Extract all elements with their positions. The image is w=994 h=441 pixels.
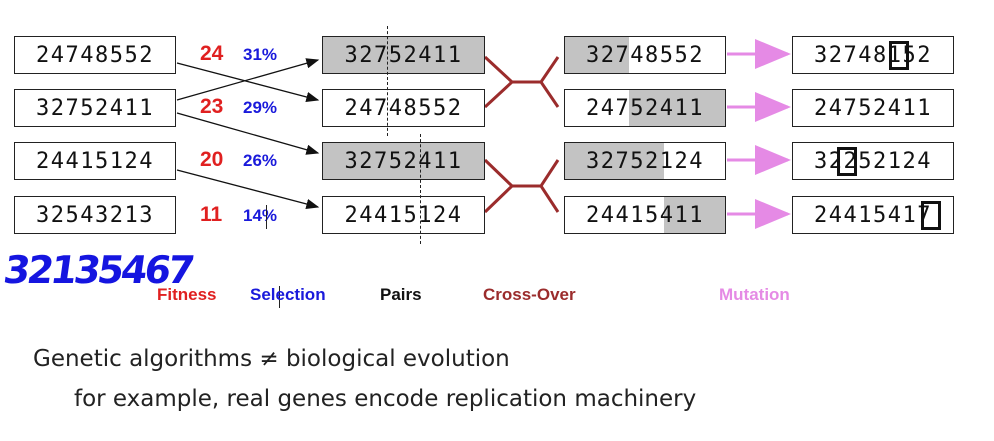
crossover-value: 32752124: [586, 148, 704, 174]
handwritten-tick: [279, 286, 280, 308]
mutation-value: 24752411: [814, 95, 932, 121]
pair-string: 32752411: [322, 142, 485, 180]
selection-arrow-4: [176, 169, 320, 210]
caption-line-2: for example, real genes encode replicati…: [74, 386, 697, 412]
handwritten-tick: [266, 205, 267, 229]
caption-line-1: Genetic algorithms ≠ biological evolutio…: [33, 346, 510, 372]
crossover-string: 24752411: [564, 89, 726, 127]
population-value: 32543213: [36, 202, 154, 228]
selection-percent: 31%: [243, 45, 278, 64]
crossover-connector-bottom: [483, 158, 560, 214]
crossover-segment-shade: [565, 143, 664, 179]
pair-string: 24415124: [322, 196, 485, 234]
population-string: 24415124: [14, 142, 176, 180]
selection-percent: 26%: [243, 151, 278, 170]
crossover-segment-shade: [565, 37, 629, 73]
pair-value: 32752411: [344, 42, 463, 68]
mutated-digit-highlight: [837, 147, 857, 176]
crossover-value: 24415411: [586, 202, 704, 228]
mutation-value: 32252124: [814, 148, 932, 174]
fitness-value: 11: [200, 203, 223, 226]
stage-label-pairs: Pairs: [380, 285, 422, 304]
selection-percent: 14%: [243, 206, 278, 225]
stage-label-mutation: Mutation: [719, 285, 790, 304]
population-string: 32543213: [14, 196, 176, 234]
crossover-segment-shade: [664, 197, 725, 233]
stage-label-selection: Selection: [250, 285, 326, 304]
crossover-cut-line: [387, 26, 388, 136]
stage-label-fitness: Fitness: [157, 285, 217, 304]
fitness-value: 24: [200, 42, 224, 65]
pair-value: 24415124: [344, 202, 463, 228]
mutation-value: 24415417: [814, 202, 932, 228]
selection-arrow-1: [176, 62, 320, 103]
pair-string: 24748552: [322, 89, 485, 127]
crossover-string: 24415411: [564, 196, 726, 234]
fitness-value: 20: [200, 148, 224, 171]
crossover-segment-shade: [629, 90, 725, 126]
mutated-digit-highlight: [921, 201, 941, 230]
mutation-string: 32252124: [792, 142, 954, 180]
mutation-value: 32748152: [814, 42, 932, 68]
crossover-value: 24752411: [586, 95, 704, 121]
pair-string: 32752411: [322, 36, 485, 74]
crossover-string: 32748552: [564, 36, 726, 74]
selection-percent: 29%: [243, 98, 278, 117]
population-string: 24748552: [14, 36, 176, 74]
population-value: 24415124: [36, 148, 154, 174]
population-string: 32752411: [14, 89, 176, 127]
crossover-value: 32748552: [586, 42, 704, 68]
selection-arrow-2: [176, 58, 320, 101]
pair-value: 24748552: [344, 95, 463, 121]
crossover-connector-top: [483, 55, 560, 109]
population-value: 32752411: [36, 95, 154, 121]
crossover-cut-line: [420, 134, 421, 244]
population-value: 24748552: [36, 42, 154, 68]
stage-label-crossover: Cross-Over: [483, 285, 576, 304]
fitness-value: 23: [200, 95, 224, 118]
pair-value: 32752411: [344, 148, 463, 174]
mutated-digit-highlight: [889, 41, 909, 70]
crossover-string: 32752124: [564, 142, 726, 180]
mutation-string: 24752411: [792, 89, 954, 127]
mutation-string: 32748152: [792, 36, 954, 74]
selection-arrow-3: [176, 112, 320, 155]
